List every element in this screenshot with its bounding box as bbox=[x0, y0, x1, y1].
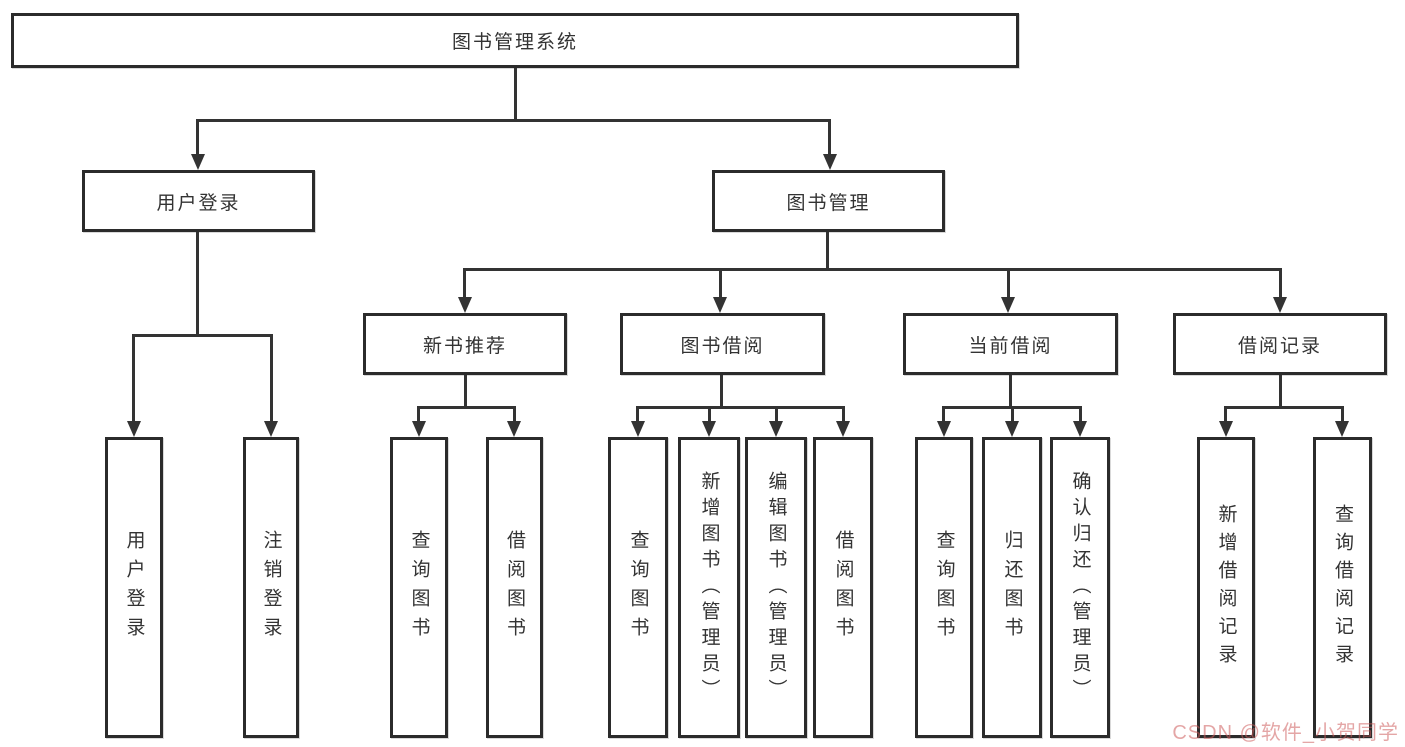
connector-root-rail bbox=[196, 119, 831, 122]
leaf-borrow-books-recommend: 借阅图书 bbox=[486, 437, 543, 738]
arrowhead-icon bbox=[1335, 421, 1349, 437]
csdn-watermark: CSDN @软件_小贺同学 bbox=[1172, 722, 1399, 744]
connector-book-management-stem bbox=[826, 232, 829, 271]
connector-to-new-book-recommend bbox=[463, 268, 466, 298]
arrowhead-icon bbox=[702, 421, 716, 437]
leaf-query-books-current: 查询图书 bbox=[915, 437, 973, 738]
connector-borrow-records-rail bbox=[1224, 406, 1344, 409]
arrowhead-icon bbox=[769, 421, 783, 437]
connector-to-leaf-user-login bbox=[132, 334, 135, 422]
connector-stub bbox=[513, 406, 516, 422]
node-book-borrow: 图书借阅 bbox=[620, 313, 825, 375]
leaf-logout: 注销登录 bbox=[243, 437, 299, 738]
connector-book-management-rail bbox=[463, 268, 1281, 271]
node-user-login: 用户登录 bbox=[82, 170, 315, 232]
node-new-book-recommend: 新书推荐 bbox=[363, 313, 567, 375]
connector-new-book-rail bbox=[417, 406, 516, 409]
leaf-query-borrow-record: 查询借阅记录 bbox=[1313, 437, 1372, 738]
arrowhead-icon bbox=[1273, 297, 1287, 313]
connector-borrow-records-stem bbox=[1279, 375, 1282, 409]
node-current-borrow: 当前借阅 bbox=[903, 313, 1118, 375]
connector-stub bbox=[708, 406, 711, 422]
connector-book-borrow-rail bbox=[636, 406, 845, 409]
arrowhead-icon bbox=[836, 421, 850, 437]
arrowhead-icon bbox=[1073, 421, 1087, 437]
connector-stub bbox=[1224, 406, 1227, 422]
connector-to-leaf-logout bbox=[270, 334, 273, 422]
connector-stub bbox=[942, 406, 945, 422]
arrowhead-icon bbox=[823, 154, 837, 170]
node-root: 图书管理系统 bbox=[11, 13, 1019, 68]
arrowhead-icon bbox=[458, 297, 472, 313]
connector-root-to-user-login bbox=[196, 119, 199, 155]
connector-stub bbox=[1011, 406, 1014, 422]
connector-stub bbox=[775, 406, 778, 422]
node-borrow-records: 借阅记录 bbox=[1173, 313, 1387, 375]
arrowhead-icon bbox=[191, 154, 205, 170]
leaf-return-books: 归还图书 bbox=[982, 437, 1042, 738]
arrowhead-icon bbox=[507, 421, 521, 437]
leaf-add-book-admin: 新增图书（管理员） bbox=[678, 437, 740, 738]
connector-stub bbox=[842, 406, 845, 422]
connector-user-login-rail bbox=[132, 334, 273, 337]
arrowhead-icon bbox=[1005, 421, 1019, 437]
leaf-confirm-return-admin: 确认归还（管理员） bbox=[1050, 437, 1110, 738]
connector-root-to-book-management bbox=[828, 119, 831, 155]
arrowhead-icon bbox=[412, 421, 426, 437]
arrowhead-icon bbox=[631, 421, 645, 437]
connector-stub bbox=[636, 406, 639, 422]
connector-user-login-stem bbox=[196, 232, 199, 337]
leaf-query-books-recommend: 查询图书 bbox=[390, 437, 448, 738]
connector-to-book-borrow bbox=[719, 268, 722, 298]
arrowhead-icon bbox=[713, 297, 727, 313]
arrowhead-icon bbox=[1219, 421, 1233, 437]
leaf-borrow-books-borrow: 借阅图书 bbox=[813, 437, 873, 738]
connector-stub bbox=[1341, 406, 1344, 422]
connector-to-borrow-records bbox=[1279, 268, 1282, 298]
connector-new-book-stem bbox=[464, 375, 467, 409]
arrowhead-icon bbox=[264, 421, 278, 437]
connector-stub bbox=[417, 406, 420, 422]
leaf-user-login: 用户登录 bbox=[105, 437, 163, 738]
leaf-edit-book-admin: 编辑图书（管理员） bbox=[745, 437, 807, 738]
arrowhead-icon bbox=[937, 421, 951, 437]
leaf-add-borrow-record: 新增借阅记录 bbox=[1197, 437, 1255, 738]
connector-stub bbox=[1079, 406, 1082, 422]
leaf-query-books-borrow: 查询图书 bbox=[608, 437, 668, 738]
arrowhead-icon bbox=[127, 421, 141, 437]
arrowhead-icon bbox=[1001, 297, 1015, 313]
node-book-management: 图书管理 bbox=[712, 170, 945, 232]
connector-root-stem bbox=[514, 68, 517, 121]
connector-current-borrow-stem bbox=[1009, 375, 1012, 409]
connector-to-current-borrow bbox=[1007, 268, 1010, 298]
connector-book-borrow-stem bbox=[720, 375, 723, 409]
